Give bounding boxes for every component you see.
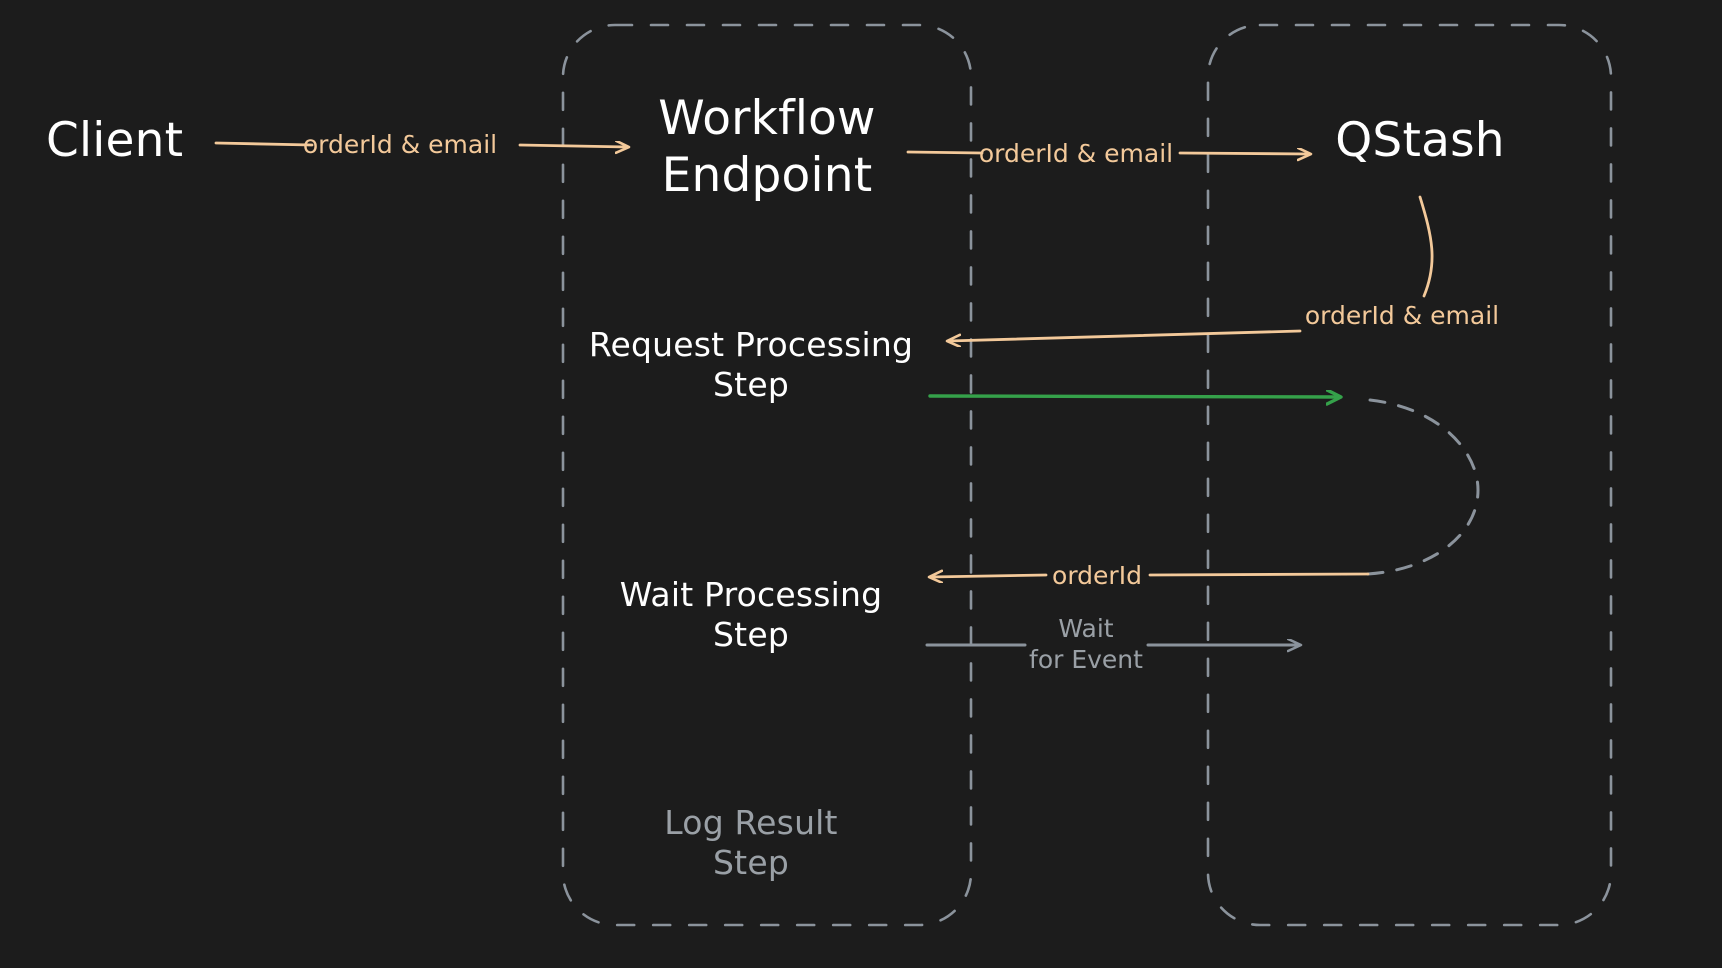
edge-qstash-to-wait-step-right-stub	[1148, 572, 1370, 577]
edge-client-to-endpoint-right-stub	[518, 145, 628, 147]
edge-qstash-to-wait-step-left-stub	[930, 575, 1048, 577]
edge-qstash-loopback-dashed	[1366, 398, 1480, 576]
edge-label-qstash-callback: orderId & email	[1304, 301, 1500, 330]
actor-label-workflow-endpoint: Workflow Endpoint	[658, 91, 876, 204]
actor-label-qstash: QStash	[1335, 113, 1505, 168]
edge-label-qstash-to-wait-step: orderId	[1052, 561, 1142, 590]
edge-qstash-callback-curve	[1418, 195, 1434, 298]
step-label-request-processing: Request Processing Step	[588, 325, 914, 405]
step-label-log-result: Log Result Step	[664, 803, 838, 883]
edge-label-client-to-endpoint: orderId & email	[302, 130, 498, 159]
edge-request-step-to-qstash-green	[928, 396, 1340, 397]
step-label-wait-processing: Wait Processing Step	[619, 575, 883, 655]
edge-label-endpoint-to-qstash: orderId & email	[978, 139, 1174, 168]
edge-endpoint-to-qstash-left-stub	[906, 150, 984, 155]
edge-endpoint-to-qstash-right-stub	[1178, 153, 1310, 154]
actor-label-client: Client	[46, 113, 184, 168]
edge-label-wait-for-event: Wait for Event	[1029, 614, 1143, 674]
edge-qstash-to-request-step	[948, 329, 1302, 341]
